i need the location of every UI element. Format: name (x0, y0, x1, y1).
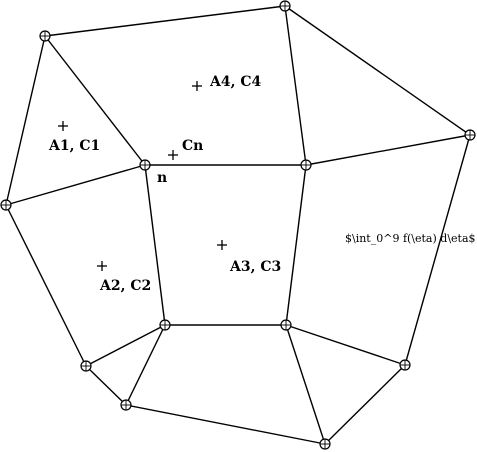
mesh-node (39, 30, 51, 42)
mesh-edge (285, 164, 307, 326)
centroid-plus-marker (97, 261, 107, 271)
label-a1-c1: A1, C1 (48, 138, 100, 154)
centroid-plus-marker (217, 240, 227, 250)
centroid-plus-marker (192, 81, 202, 91)
mesh-node (80, 360, 92, 372)
mesh-node (300, 159, 312, 171)
mesh-edge (404, 134, 471, 366)
mesh-edges (5, 5, 471, 445)
centroid-markers (58, 81, 227, 271)
mesh-edge (284, 5, 471, 136)
mesh-edge (125, 404, 326, 445)
centroid-plus-marker (58, 121, 68, 131)
mesh-node (319, 438, 331, 450)
mesh-node (399, 359, 411, 371)
mesh-edge (285, 324, 406, 366)
mesh-edge (5, 35, 46, 206)
centroid-plus-marker (168, 150, 178, 160)
mesh-edge (284, 5, 307, 166)
mesh-edge (125, 324, 166, 406)
label-a3-c3: A3, C3 (229, 259, 281, 275)
label-a4-c4: A4, C4 (209, 74, 261, 90)
mesh-node (0, 199, 12, 211)
mesh-edge (144, 164, 166, 326)
mesh-node (280, 319, 292, 331)
mesh-edge (85, 365, 127, 406)
mesh-edge (324, 364, 406, 445)
label-cn: Cn (182, 138, 203, 154)
mesh-edge (85, 324, 166, 367)
mesh-edge (5, 204, 87, 367)
mesh-edge (44, 35, 146, 166)
label-integral-expression: $\int_0^9 f(\eta) d\eta$ (345, 232, 476, 245)
mesh-node (464, 129, 476, 141)
mesh-edge (44, 5, 286, 37)
label-a2-c2: A2, C2 (99, 278, 151, 294)
label-node-n: n (157, 170, 167, 186)
mesh-node (139, 159, 151, 171)
mesh-edge (305, 134, 471, 166)
mesh-edge (285, 324, 326, 445)
mesh-node (159, 319, 171, 331)
mesh-edge (5, 164, 146, 206)
mesh-node (279, 0, 291, 12)
mesh-node (120, 399, 132, 411)
